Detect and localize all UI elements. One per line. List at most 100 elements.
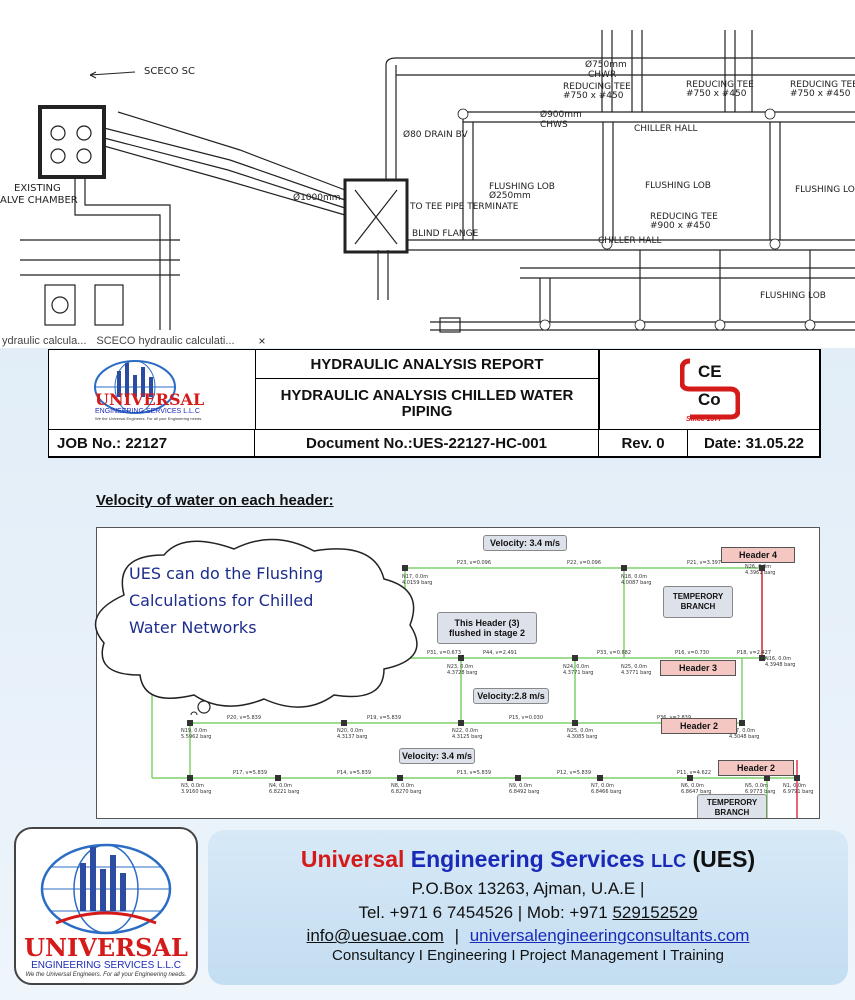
node-pressure: 6.9773 barg [745, 789, 776, 795]
node-pressure: 3.9160 barg [181, 789, 212, 795]
tee-terminate-label: TO TEE PIPE TERMINATE [410, 202, 519, 212]
piping-drawing: SCECO SC EXISTING ALVE CHAMBER CHILLER H… [0, 0, 855, 348]
report-title: HYDRAULIC ANALYSIS REPORT [255, 349, 599, 379]
phone-line: Tel. +971 6 7454526 | Mob: +971 52915252… [208, 903, 848, 923]
node-label: N22, 0.0m [452, 728, 479, 734]
node-pressure: 4.3728 barg [447, 670, 478, 676]
node-label: N27, 0.0m [729, 728, 756, 734]
drain-label: Ø80 DRAIN BV [403, 130, 468, 140]
pipe-size-label-750: Ø750mm [585, 60, 627, 70]
mobile-number[interactable]: 529152529 [612, 903, 698, 922]
node-label: N25, 0.0m [621, 664, 648, 670]
ues-logo-tagline-small: We the Universal Engineers. For all your… [95, 416, 203, 421]
cloud-line: Water Networks [129, 618, 257, 637]
ues-logo-sub-small: ENGINEERING SERVICES L.L.C [95, 408, 200, 415]
flushing-lob-label-4: FLUSHING LOB [760, 291, 826, 301]
pipe-label: P20, v=5.839 [227, 715, 262, 721]
node-pressure: 4.3961 barg [745, 570, 776, 576]
document-number: Document No.:UES-22127-HC-001 [254, 429, 599, 458]
cloud-callout-shape [94, 538, 418, 715]
node-pressure: 5.5962 barg [181, 734, 212, 740]
node-label: N25, 0.0m [567, 728, 594, 734]
pipe-label: P21, v=3.397 [687, 560, 722, 566]
header-3-label: Header 3 [660, 660, 736, 676]
velocity-callout-1: Velocity: 3.4 m/s [483, 535, 567, 551]
company-abbr: (UES) [692, 846, 756, 872]
ceco-since: Since 1977 [686, 415, 723, 423]
chwr-label: CHWR [588, 70, 617, 80]
ues-logo-small: UNIVERSAL ENGINEERING SERVICES L.L.C We … [49, 350, 255, 430]
node-label: N17, 0.0m [402, 574, 429, 580]
separator: | [454, 926, 459, 945]
node-pressure: 6.8270 barg [391, 789, 422, 795]
chiller-hall-label-2: CHILLER HALL [598, 236, 662, 246]
company-name: Universal Engineering Services LLC (UES) [208, 846, 848, 873]
email-link[interactable]: info@uesuae.com [306, 926, 444, 945]
pipe-size-label-1000: Ø1000mm [293, 193, 341, 203]
node-label: N1, 0.0m [783, 783, 806, 789]
ues-logo-sub-text: ENGINEERING SERVICES [95, 408, 182, 415]
flushing-lob-label-1: FLUSHING LOB [489, 182, 555, 192]
node-pressure: 4.3948 barg [765, 662, 796, 668]
ues-logo-llc-small: L.L.C [183, 408, 200, 415]
reducing-tee-label-1: REDUCING TEE [563, 82, 631, 92]
pipe-label: P11, v=4.622 [677, 770, 712, 776]
node-label: N5, 0.0m [745, 783, 768, 789]
pipe-label: P19, v=5.839 [367, 715, 402, 721]
report-subtitle: HYDRAULIC ANALYSIS CHILLED WATER PIPING [255, 378, 599, 430]
reducing-tee-label-4: REDUCING TEE [790, 80, 855, 90]
company-rest: Engineering Services [410, 846, 645, 872]
ues-logo-llc-large: L.L.C [157, 960, 181, 971]
header-2-label-b: Header 2 [718, 760, 794, 776]
section-heading: Velocity of water on each header: [96, 492, 334, 509]
node-pressure: 6.8466 barg [591, 789, 622, 795]
node-pressure: 4.3085 barg [567, 734, 598, 740]
node-pressure: 6.9791 barg [783, 789, 814, 795]
cloud-line: Calculations for Chilled [129, 591, 314, 610]
tab-sceco-hydraulic[interactable]: SCECO hydraulic calculati... [96, 334, 235, 347]
node-label: N3, 0.0m [181, 783, 204, 789]
pipe-label: P31, v=0.673 [427, 650, 462, 656]
node-pressure: 4.3771 barg [563, 670, 594, 676]
pipe-label: P13, v=5.839 [457, 770, 492, 776]
temporary-branch-1: TEMPERORY BRANCH [663, 586, 733, 618]
ues-logo-sub-large: ENGINEERING SERVICES L.L.C [16, 960, 196, 971]
cloud-callout-text: UES can do the Flushing Calculations for… [129, 560, 379, 641]
telephone: Tel. +971 6 7454526 | Mob: +971 [358, 903, 608, 922]
pipe-label: P44, v=2.491 [483, 650, 518, 656]
browser-tab-strip: ydraulic calcula... SCECO hydraulic calc… [0, 332, 345, 348]
reducing-tee-size-1: #750 x #450 [563, 91, 624, 101]
cloud-line: UES can do the Flushing [129, 564, 324, 583]
chws-label: CHWS [540, 120, 568, 130]
website-link[interactable]: universalengineeringconsultants.com [469, 926, 750, 945]
reducing-tee-size-4: #750 x #450 [790, 89, 851, 99]
pipe-size-label-900: Ø900mm [540, 110, 582, 120]
node-label: N8, 0.0m [391, 783, 414, 789]
blind-flange-label: BLIND FLANGE [412, 229, 479, 239]
pipe-label: P12, v=5.839 [557, 770, 592, 776]
pipe-label: P22, v=0.096 [567, 560, 602, 566]
piping-drawing-lines [20, 30, 855, 333]
valve-chamber-label: ALVE CHAMBER [0, 195, 78, 206]
node-label: N24, 0.0m [563, 664, 590, 670]
email-web-line: info@uesuae.com | universalengineeringco… [208, 926, 848, 946]
revision: Rev. 0 [598, 429, 688, 458]
report-date: Date: 31.05.22 [687, 429, 821, 458]
node-pressure: 4.3048 barg [729, 734, 760, 740]
close-icon[interactable]: × [258, 333, 266, 348]
pipe-label: P17, v=5.839 [233, 770, 268, 776]
node-pressure: 4.3137 barg [337, 734, 368, 740]
pipe-label: P23, v=0.096 [457, 560, 492, 566]
node-label: N16, 0.0m [765, 656, 792, 662]
ceco-logo-bottom: Co [698, 389, 721, 409]
node-pressure: 6.8647 barg [681, 789, 712, 795]
tab-hydraulic-calculation[interactable]: ydraulic calcula... [2, 334, 87, 347]
node-pressure: 4.3771 barg [621, 670, 652, 676]
reducing-tee-size-2: #900 x #450 [650, 221, 711, 231]
header-note-callout: This Header (3) flushed in stage 2 [437, 612, 537, 644]
reducing-tee-label-3: REDUCING TEE [686, 80, 754, 90]
ues-logo-large: UNIVERSAL ENGINEERING SERVICES L.L.C We … [14, 827, 198, 985]
header-4-label: Header 4 [721, 547, 795, 563]
pipe-label: P15, v=0.030 [509, 715, 544, 721]
pipe-label: P18, v=2.427 [737, 650, 772, 656]
